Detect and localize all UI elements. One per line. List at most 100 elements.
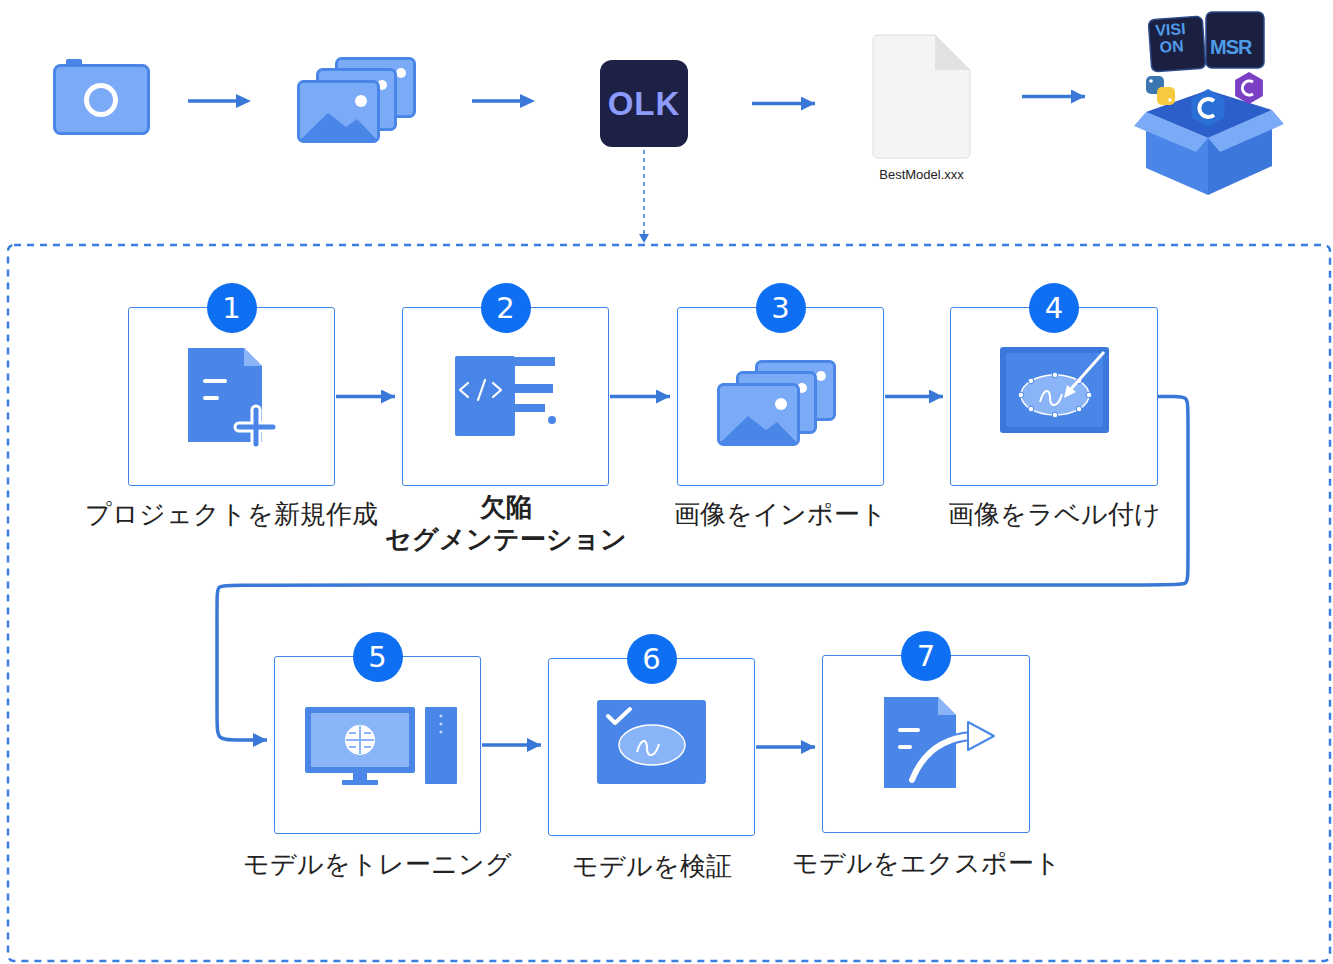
dashed-container <box>8 245 1330 961</box>
step-box: 5モデルをトレーニング <box>274 656 481 834</box>
training-computer-icon-part <box>425 707 457 784</box>
new-project-icon <box>188 348 273 444</box>
image-stack-icon <box>299 59 415 142</box>
training-computer-icon-part <box>305 707 415 773</box>
labeling-icon-part <box>1040 391 1062 405</box>
step-box: 2欠陥 セグメンテーション <box>402 307 609 486</box>
step-number-badge: 6 <box>627 634 677 684</box>
logo-text: MSR <box>1210 36 1251 59</box>
step-number: 1 <box>207 283 257 333</box>
export-icon-part <box>912 736 972 780</box>
dashed-link <box>639 150 649 243</box>
validation-icon-part <box>608 709 630 723</box>
language-bundle-box-part <box>1149 79 1153 83</box>
validation-icon-part <box>597 700 706 784</box>
training-computer-icon <box>305 707 457 785</box>
step-number-badge: 4 <box>1029 283 1079 333</box>
code-icon-part <box>515 357 555 366</box>
export-icon-part <box>898 745 912 749</box>
step-label: プロジェクトを新規作成 <box>85 498 378 530</box>
flow-arrow-part <box>188 99 238 103</box>
step-label: 画像をラベル付け <box>948 498 1161 530</box>
new-project-icon-part <box>203 396 219 400</box>
labeling-icon-part-part <box>1028 378 1034 384</box>
model-file: BestModel.xxx <box>873 35 970 158</box>
language-bundle-box-part <box>1134 112 1208 152</box>
file-name: BestModel.xxx <box>879 167 964 182</box>
code-icon-part <box>460 380 501 400</box>
flow-arrow-part <box>236 94 251 108</box>
step-number-badge: 2 <box>481 283 531 333</box>
flow-arrow-part <box>472 99 522 103</box>
step-number: 4 <box>1029 283 1079 333</box>
language-bundle-box-part <box>1192 89 1225 127</box>
training-computer-icon-part <box>346 726 374 754</box>
language-bundle-box-part <box>1206 12 1264 68</box>
training-computer-icon-part <box>439 730 442 733</box>
step-label: モデルを検証 <box>572 850 732 882</box>
file-icon <box>873 35 970 158</box>
language-bundle-box-part <box>1168 98 1172 102</box>
new-project-icon-part <box>239 410 273 444</box>
flow-arrow <box>756 745 815 749</box>
code-icon-part <box>515 384 553 393</box>
new-project-icon-part <box>239 410 273 444</box>
training-computer-icon-part <box>311 713 409 767</box>
language-bundle-box-part <box>1242 81 1253 95</box>
labeling-icon-part <box>1070 352 1104 390</box>
training-computer-icon-part <box>345 725 375 755</box>
file-icon-part <box>873 35 970 158</box>
flow-arrow <box>336 395 395 399</box>
language-bundle-box-part <box>1208 110 1284 152</box>
step-number: 3 <box>756 283 806 333</box>
step-number: 2 <box>481 283 531 333</box>
labeling-icon-part-part <box>1076 406 1082 412</box>
labeling-icon <box>1000 347 1109 433</box>
flow-arrow <box>1022 95 1085 99</box>
new-project-icon-part <box>244 348 262 366</box>
code-icon-part <box>455 356 515 436</box>
code-icon <box>455 356 556 436</box>
language-bundle-box <box>1134 12 1284 195</box>
labeling-icon-part <box>1064 385 1076 398</box>
language-bundle-box-part <box>1148 16 1205 72</box>
training-computer-icon-part <box>353 773 367 781</box>
step-number-badge: 5 <box>353 632 403 682</box>
flow-arrow <box>885 395 943 399</box>
code-icon-part <box>515 404 545 412</box>
step-box: 4画像をラベル付け <box>950 307 1158 486</box>
validation-icon-part <box>619 725 685 765</box>
step-label: モデルをエクスポート <box>792 847 1061 879</box>
flow-arrow <box>217 397 1188 741</box>
connectors <box>217 97 1188 748</box>
dashed-link-part <box>643 150 645 234</box>
training-computer-icon-part <box>439 722 442 725</box>
language-bundle-box-part <box>1235 72 1263 104</box>
step-box: 3画像をインポート <box>677 307 884 486</box>
labeling-icon-part-part <box>1086 392 1092 398</box>
logo-tile-part <box>600 60 688 147</box>
step-number-badge: 3 <box>756 283 806 333</box>
export-icon-part <box>898 728 920 732</box>
flow-arrow <box>752 102 815 106</box>
camera-icon-part <box>84 83 118 117</box>
camera-icon-part <box>89 88 113 112</box>
flow-arrow-part <box>520 94 535 108</box>
step-number: 5 <box>353 632 403 682</box>
labeling-icon-part <box>1000 347 1109 433</box>
flow-arrow <box>482 743 541 747</box>
validation-icon-part <box>637 741 659 755</box>
step-number: 6 <box>627 634 677 684</box>
export-icon-part <box>912 736 972 780</box>
step-label: 欠陥 セグメンテーション <box>376 491 636 555</box>
labeling-icon-part-part <box>1052 372 1058 378</box>
labeling-icon-part-part <box>1028 406 1034 412</box>
logo-text: OLK <box>600 60 688 147</box>
step-label: 画像をインポート <box>674 498 887 530</box>
labeling-icon-part-part <box>1052 412 1058 418</box>
logo-tile <box>600 60 688 147</box>
camera-icon <box>55 59 149 134</box>
step-number: 7 <box>901 631 951 681</box>
